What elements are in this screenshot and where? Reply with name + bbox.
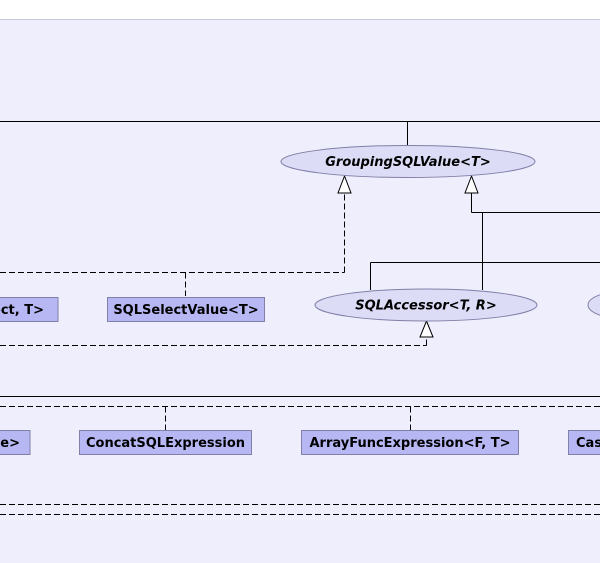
node-array-func-expression[interactable]: ArrayFuncExpression<F, T> bbox=[301, 430, 519, 455]
node-label: Cas bbox=[576, 436, 600, 451]
node-partial-ellipse-right[interactable] bbox=[587, 289, 600, 321]
solid-connectors bbox=[0, 121, 600, 397]
node-grouping-sql-value[interactable]: GroupingSQLValue<T> bbox=[280, 145, 536, 178]
dashed-connectors bbox=[0, 193, 600, 515]
arrowhead-accessor bbox=[419, 319, 434, 338]
node-concat-sql-expression[interactable]: ConcatSQLExpression bbox=[79, 430, 252, 455]
node-label: SQLAccessor<T, R> bbox=[355, 299, 496, 314]
node-label: e> bbox=[0, 436, 20, 451]
node-label: GroupingSQLValue<T> bbox=[325, 155, 491, 170]
node-select-partial[interactable]: ect, T> bbox=[0, 297, 59, 322]
node-sql-select-value[interactable]: SQLSelectValue<T> bbox=[107, 297, 265, 322]
node-label: ConcatSQLExpression bbox=[86, 436, 245, 451]
arrowhead-grouping-left bbox=[337, 174, 352, 194]
node-label: ArrayFuncExpression<F, T> bbox=[309, 436, 510, 451]
node-label: SQLSelectValue<T> bbox=[113, 303, 258, 318]
diagram-background bbox=[0, 19, 600, 563]
node-label: ect, T> bbox=[0, 303, 44, 318]
arrowhead-grouping-right bbox=[464, 174, 479, 194]
node-case-partial[interactable]: Cas bbox=[568, 430, 600, 455]
node-partial-e[interactable]: e> bbox=[0, 430, 31, 455]
arrowheads bbox=[337, 174, 479, 338]
node-sql-accessor[interactable]: SQLAccessor<T, R> bbox=[314, 288, 538, 322]
